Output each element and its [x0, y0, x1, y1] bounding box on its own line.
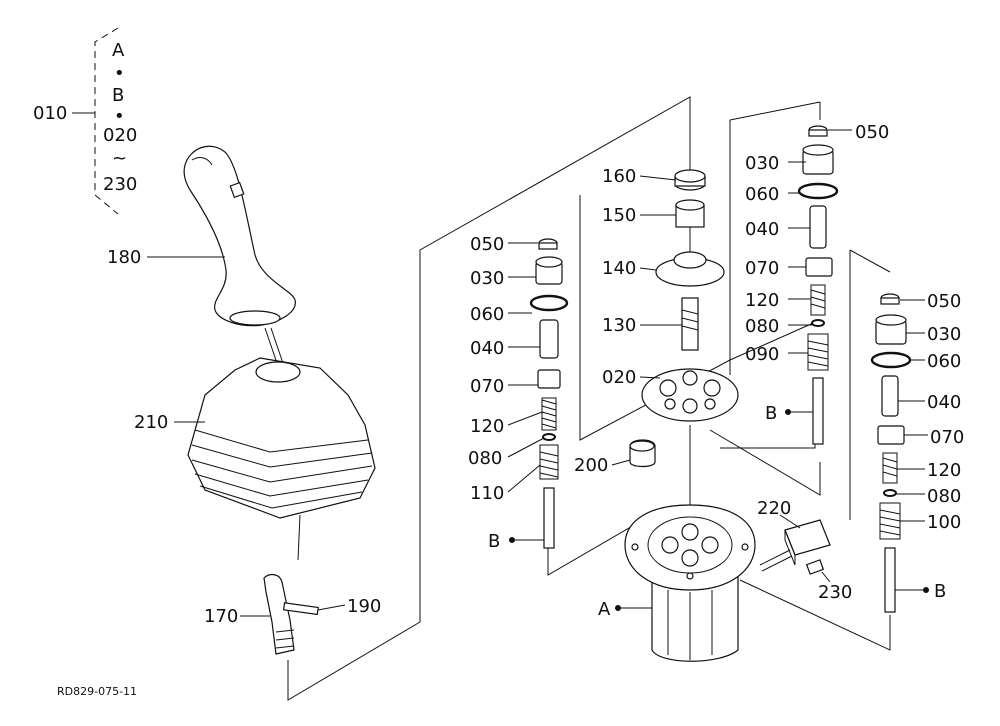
label-080-left: 080: [468, 448, 502, 469]
label-030-right: 030: [927, 324, 961, 345]
label-140: 140: [602, 258, 636, 279]
label-210: 210: [134, 412, 168, 433]
assembly-bracket-group: 010 A • B • 020 ~ 230: [33, 27, 137, 215]
label-150: 150: [602, 205, 636, 226]
rubber-boot-210: 210: [134, 357, 376, 561]
valve-body-a: A: [598, 504, 756, 662]
part-070-left: [537, 369, 561, 389]
oring-060-middle: [797, 182, 839, 200]
bracket-item-020: 020: [103, 125, 137, 146]
label-060-left: 060: [470, 304, 504, 325]
label-220: 220: [757, 498, 791, 519]
spring-100: [879, 502, 901, 540]
spring-090: [807, 333, 829, 371]
label-200: 200: [574, 455, 608, 476]
label-080-middle: 080: [745, 316, 779, 337]
label-030-middle: 030: [745, 153, 779, 174]
label-190: 190: [347, 596, 381, 617]
shaft-130: [681, 297, 699, 351]
ref-dot-b-right: [923, 587, 929, 593]
part-070-right: [877, 425, 905, 445]
part-040-middle: [809, 205, 827, 249]
connector-220: 220: [757, 498, 831, 572]
spring-120-middle: [810, 284, 826, 316]
lever-170: 170: [204, 573, 295, 655]
valve-stack-middle: 050 030 060 040 070 120 080 090 B: [745, 122, 889, 445]
label-040-middle: 040: [745, 219, 779, 240]
part-070-middle: [805, 257, 833, 277]
ref-dot-b-left: [509, 537, 515, 543]
label-180: 180: [107, 247, 141, 268]
label-060-middle: 060: [745, 184, 779, 205]
ref-dot-a: [615, 605, 621, 611]
label-130: 130: [602, 315, 636, 336]
washer-080-right: [883, 489, 897, 497]
spool-left: [543, 487, 555, 549]
spring-120-right: [882, 452, 898, 484]
label-020: 020: [602, 367, 636, 388]
label-040-right: 040: [927, 392, 961, 413]
label-ref-a: A: [598, 599, 611, 620]
label-060-right: 060: [927, 351, 961, 372]
label-050-right: 050: [927, 291, 961, 312]
bracket-dashed-line: [94, 27, 119, 215]
ref-dot-b-middle: [785, 409, 791, 415]
bracket-item-a: A: [112, 40, 125, 61]
label-090: 090: [745, 344, 779, 365]
center-stack: 160 150 140 130 020 200: [574, 166, 739, 476]
bracket-item-dot1: •: [114, 63, 125, 84]
assembly-frame-lines: [287, 96, 891, 701]
label-170: 170: [204, 606, 238, 627]
plug-230: 230: [805, 559, 852, 603]
spring-110: [539, 444, 559, 480]
bracket-label-010: 010: [33, 103, 67, 124]
label-030-left: 030: [470, 268, 504, 289]
label-230: 230: [818, 582, 852, 603]
spool-middle: [812, 377, 824, 445]
label-110: 110: [470, 483, 504, 504]
spring-120-left: [541, 399, 557, 429]
label-ref-b-right: B: [934, 581, 946, 602]
label-120-right: 120: [927, 460, 961, 481]
spool-right: [884, 547, 896, 613]
bracket-item-tilde: ~: [112, 148, 127, 169]
bracket-item-dot2: •: [114, 106, 125, 127]
label-040-left: 040: [470, 338, 504, 359]
label-ref-b-left: B: [488, 531, 500, 552]
label-050-left: 050: [470, 234, 504, 255]
label-120-left: 120: [470, 416, 504, 437]
label-070-middle: 070: [745, 258, 779, 279]
washer-080-left: [542, 433, 556, 441]
label-ref-b-middle: B: [765, 403, 777, 424]
bracket-item-b: B: [112, 85, 124, 106]
label-080-right: 080: [927, 486, 961, 507]
label-070-left: 070: [470, 376, 504, 397]
valve-stack-left: 050 030 060 040 070 120 080 110 B: [468, 234, 569, 552]
label-120-middle: 120: [745, 290, 779, 311]
figure-code: RD829-075-11: [57, 685, 137, 698]
bracket-item-230: 230: [103, 174, 137, 195]
part-040-left: [539, 319, 559, 359]
oring-060-right: [870, 351, 912, 369]
pin-190: 190: [282, 596, 381, 617]
oring-060-left: [529, 294, 569, 312]
label-100: 100: [927, 512, 961, 533]
part-040-right: [881, 375, 899, 417]
label-160: 160: [602, 166, 636, 187]
washer-080-middle: [811, 319, 825, 327]
valve-stack-right: 050 030 060 040 070 120 080 100 B: [870, 291, 964, 613]
label-050-middle: 050: [855, 122, 889, 143]
label-070-right: 070: [930, 427, 964, 448]
